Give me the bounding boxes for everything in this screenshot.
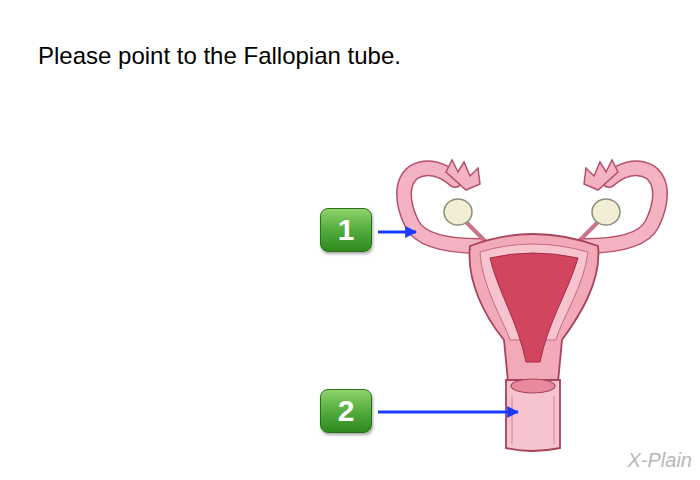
question-title: Please point to the Fallopian tube. [38,42,401,70]
uterus [469,234,598,382]
fallopian-tube [584,160,660,246]
vagina [506,380,560,451]
ovary [444,199,472,225]
cervix [511,379,555,393]
vaginal-wall [512,396,554,444]
pointer-arrow [378,231,416,234]
callout-button: 1 [320,208,372,252]
callout-button: 2 [320,389,372,433]
callout-number: 2 [338,396,355,426]
callout-number: 1 [338,215,355,245]
pointer-arrow [378,411,518,414]
uterine-cavity [490,253,578,362]
watermark: X-Plain [628,449,692,472]
ovary [592,199,620,225]
